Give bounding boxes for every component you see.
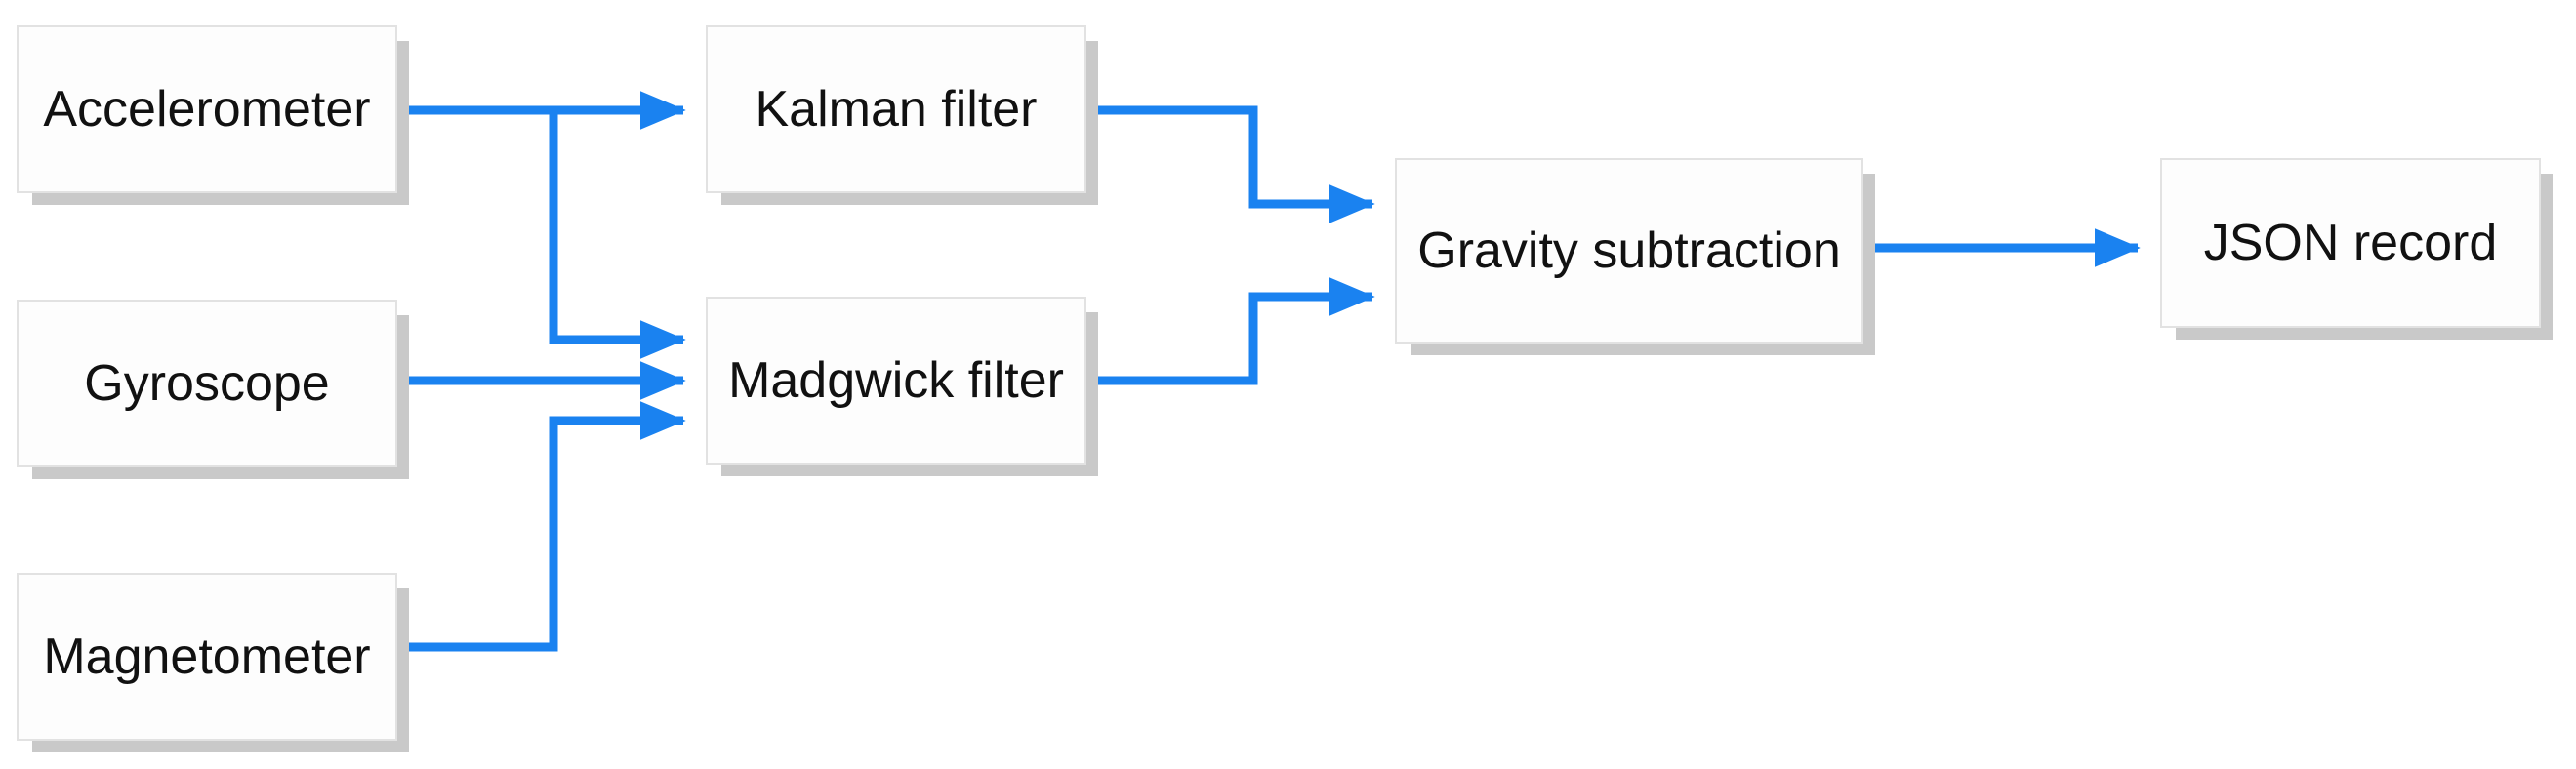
node-label-json-record: JSON record [2203,215,2498,271]
edge-madgwick-filter-to-gravity-subtraction [1094,277,1375,385]
node-gyroscope[interactable]: Gyroscope [17,300,397,467]
node-label-magnetometer: Magnetometer [43,628,371,685]
node-json-record[interactable]: JSON record [2160,158,2541,328]
node-accelerometer[interactable]: Accelerometer [17,25,397,193]
edge-accelerometer-to-madgwick-filter [549,110,686,359]
node-label-accelerometer: Accelerometer [43,81,371,138]
node-label-madgwick-filter: Madgwick filter [728,352,1064,409]
node-madgwick-filter[interactable]: Madgwick filter [706,297,1086,465]
node-label-gyroscope: Gyroscope [84,355,330,412]
node-magnetometer[interactable]: Magnetometer [17,573,397,741]
edge-magnetometer-to-madgwick-filter [405,401,686,652]
node-label-kalman-filter: Kalman filter [755,81,1038,138]
edge-kalman-filter-to-gravity-subtraction [1094,105,1375,223]
node-gravity-subtraction[interactable]: Gravity subtraction [1395,158,1863,344]
node-kalman-filter[interactable]: Kalman filter [706,25,1086,193]
node-label-gravity-subtraction: Gravity subtraction [1417,223,1841,279]
